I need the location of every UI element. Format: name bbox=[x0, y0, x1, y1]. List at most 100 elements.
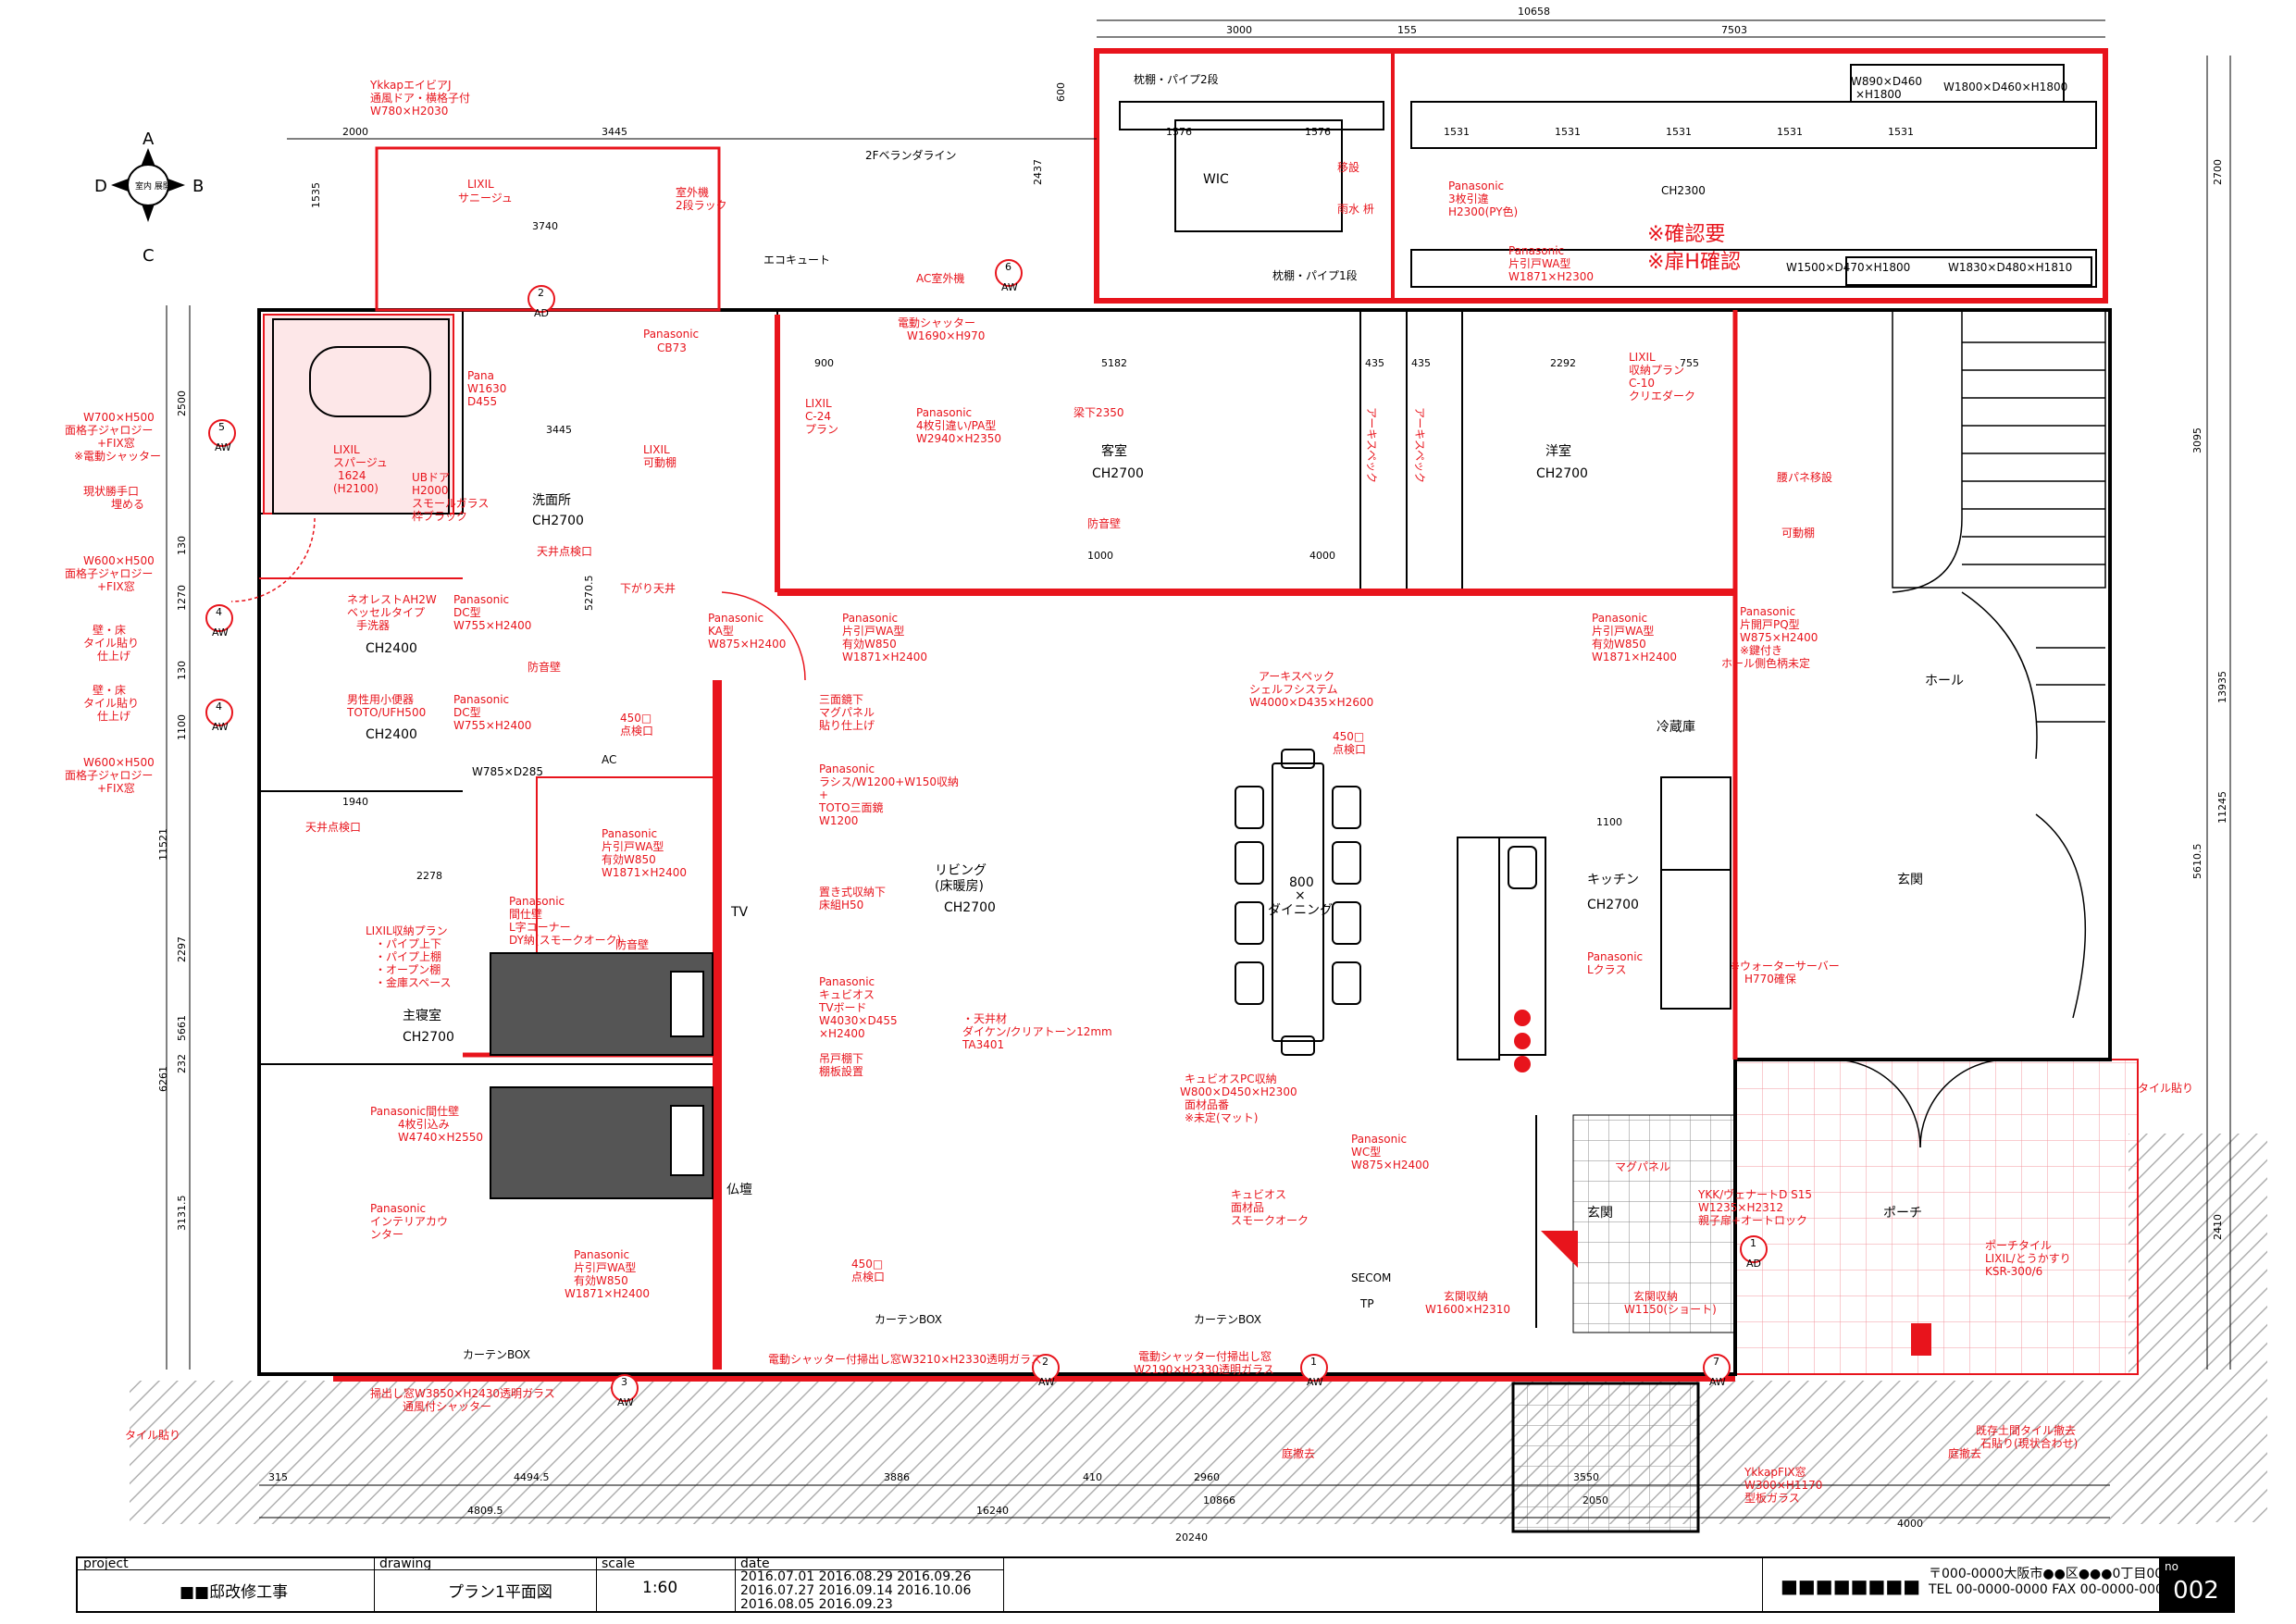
svg-text:×H1800: ×H1800 bbox=[1855, 88, 1902, 101]
svg-text:仕上げ: 仕上げ bbox=[97, 710, 130, 723]
svg-text:3131.5: 3131.5 bbox=[176, 1196, 188, 1232]
svg-text:1: 1 bbox=[1750, 1237, 1756, 1249]
svg-text:D455: D455 bbox=[467, 395, 497, 408]
svg-text:TP: TP bbox=[1359, 1297, 1374, 1310]
svg-text:AW: AW bbox=[215, 441, 231, 453]
svg-text:W875×H2400: W875×H2400 bbox=[708, 638, 786, 651]
svg-text:6261: 6261 bbox=[157, 1066, 169, 1092]
svg-text:三面鏡下: 三面鏡下 bbox=[819, 692, 863, 706]
svg-text:電動シャッター: 電動シャッター bbox=[898, 316, 975, 329]
svg-text:Panasonic: Panasonic bbox=[1508, 244, 1564, 257]
svg-text:・オープン棚: ・オープン棚 bbox=[375, 962, 441, 976]
svg-text:1000: 1000 bbox=[1087, 550, 1113, 562]
wc1-ch: CH2400 bbox=[366, 641, 417, 656]
svg-text:※鍵付き: ※鍵付き bbox=[1740, 643, 1782, 657]
svg-text:TOTO三面鏡: TOTO三面鏡 bbox=[818, 800, 884, 814]
svg-text:5661: 5661 bbox=[176, 1015, 188, 1041]
svg-text:W1871×H2400: W1871×H2400 bbox=[602, 866, 687, 879]
dining-size: 800 bbox=[1289, 875, 1314, 890]
marker-circles bbox=[205, 259, 1768, 1402]
svg-text:W1800×D460×H1800: W1800×D460×H1800 bbox=[1943, 81, 2067, 93]
room-guest: 客室 bbox=[1101, 443, 1127, 459]
svg-text:型板ガラス: 型板ガラス bbox=[1744, 1492, 1800, 1505]
room-porch: ポーチ bbox=[1883, 1206, 1922, 1221]
new-walls bbox=[259, 48, 2108, 1382]
svg-text:2Fベランダライン: 2Fベランダライン bbox=[865, 148, 957, 162]
svg-text:電動シャッター付掃出し窓W3210×H2330透明ガラス: 電動シャッター付掃出し窓W3210×H2330透明ガラス bbox=[768, 1352, 1042, 1366]
svg-text:W4030×D455: W4030×D455 bbox=[819, 1014, 898, 1027]
svg-text:Panasonic: Panasonic bbox=[819, 975, 875, 988]
svg-text:2段ラック: 2段ラック bbox=[676, 198, 727, 212]
svg-text:2050: 2050 bbox=[1582, 1494, 1608, 1506]
svg-text:C: C bbox=[143, 246, 155, 266]
svg-text:600: 600 bbox=[1055, 82, 1067, 102]
svg-text:枕棚・パイプ1段: 枕棚・パイプ1段 bbox=[1272, 268, 1358, 282]
svg-text:壁・床: 壁・床 bbox=[93, 683, 126, 697]
svg-text:片開戸PQ型: 片開戸PQ型 bbox=[1740, 618, 1800, 631]
svg-text:3枚引違: 3枚引違 bbox=[1448, 192, 1489, 205]
svg-text:755: 755 bbox=[1680, 357, 1699, 369]
svg-text:クリエダーク: クリエダーク bbox=[1629, 389, 1695, 403]
scale-value: 1:60 bbox=[642, 1579, 678, 1597]
svg-text:C-10: C-10 bbox=[1629, 377, 1655, 390]
svg-text:W300×H1170: W300×H1170 bbox=[1744, 1479, 1822, 1492]
svg-text:130: 130 bbox=[176, 536, 188, 555]
room-master: 主寝室 bbox=[403, 1008, 441, 1023]
room-master-ch: CH2700 bbox=[403, 1030, 454, 1045]
svg-text:AW: AW bbox=[1038, 1376, 1055, 1388]
date-head: date bbox=[740, 1556, 770, 1571]
svg-text:L字コーナー: L字コーナー bbox=[509, 920, 571, 934]
svg-text:壁・床: 壁・床 bbox=[93, 623, 126, 637]
svg-text:Panasonic: Panasonic bbox=[842, 612, 898, 625]
svg-text:1: 1 bbox=[1310, 1356, 1317, 1368]
svg-text:3886: 3886 bbox=[884, 1471, 910, 1483]
svg-text:Panasonic間仕壁: Panasonic間仕壁 bbox=[370, 1104, 459, 1118]
svg-text:D: D bbox=[94, 177, 107, 196]
svg-text:6: 6 bbox=[1005, 261, 1011, 273]
svg-text:H2000: H2000 bbox=[412, 484, 449, 497]
svg-text:LIXIL: LIXIL bbox=[1629, 351, 1656, 364]
svg-text:Panasonic: Panasonic bbox=[1740, 605, 1795, 618]
svg-text:UBドア: UBドア bbox=[412, 471, 450, 484]
svg-text:DC型: DC型 bbox=[453, 606, 481, 619]
svg-text:2700: 2700 bbox=[2212, 159, 2224, 185]
svg-text:面格子ジャロジー: 面格子ジャロジー bbox=[65, 423, 153, 437]
svg-text:有効W850: 有効W850 bbox=[602, 852, 656, 866]
svg-text:3445: 3445 bbox=[546, 424, 572, 436]
staircase bbox=[1892, 309, 2106, 1019]
svg-text:KA型: KA型 bbox=[708, 625, 734, 638]
svg-text:天井点検口: 天井点検口 bbox=[537, 545, 592, 558]
svg-text:Panasonic: Panasonic bbox=[1448, 180, 1504, 192]
kitchen-counter bbox=[1457, 776, 1731, 1060]
project-name: ■■邸改修工事 bbox=[180, 1583, 289, 1602]
svg-text:エコキュート: エコキュート bbox=[763, 254, 830, 267]
svg-text:面格子ジャロジー: 面格子ジャロジー bbox=[65, 566, 153, 580]
svg-text:Panasonic: Panasonic bbox=[453, 693, 509, 706]
svg-text:カーテンBOX: カーテンBOX bbox=[463, 1348, 530, 1361]
svg-text:YKK/ヴェナートD S15: YKK/ヴェナートD S15 bbox=[1697, 1187, 1812, 1201]
svg-text:3095: 3095 bbox=[2191, 428, 2203, 453]
svg-text:Panasonic: Panasonic bbox=[602, 827, 657, 840]
svg-text:1531: 1531 bbox=[1444, 126, 1470, 138]
svg-text:W1500×D470×H1800: W1500×D470×H1800 bbox=[1786, 261, 1910, 274]
svg-text:アーキスペック: アーキスペック bbox=[1413, 407, 1426, 483]
svg-text:天井点検口: 天井点検口 bbox=[305, 821, 361, 834]
svg-text:W2190×H2330透明ガラス: W2190×H2330透明ガラス bbox=[1134, 1363, 1274, 1376]
svg-text:片引戸WA型: 片引戸WA型 bbox=[602, 840, 664, 853]
company-tel: TEL 00-0000-0000 FAX 00-0000-0000 bbox=[1929, 1582, 2172, 1597]
room-wic: WIC bbox=[1203, 172, 1229, 187]
svg-text:W890×D460: W890×D460 bbox=[1851, 75, 1922, 88]
svg-text:410: 410 bbox=[1083, 1471, 1102, 1483]
svg-text:W1871×H2400: W1871×H2400 bbox=[842, 651, 927, 663]
ground-hatch bbox=[130, 1134, 2267, 1524]
svg-text:W1235×H2312: W1235×H2312 bbox=[1698, 1201, 1783, 1214]
svg-text:4枚引違い/PA型: 4枚引違い/PA型 bbox=[916, 418, 996, 432]
svg-text:1531: 1531 bbox=[1666, 126, 1692, 138]
svg-text:石貼り(現状合わせ): 石貼り(現状合わせ) bbox=[1980, 1436, 2078, 1450]
dimension-numbers: 10658 3000 155 7503 2000 3445 3740 1576 … bbox=[157, 6, 2228, 1543]
svg-text:サニージュ: サニージュ bbox=[458, 192, 513, 205]
svg-text:TVボード: TVボード bbox=[818, 1001, 867, 1014]
svg-text:※電動シャッター: ※電動シャッター bbox=[74, 450, 161, 463]
svg-text:YkkapFIX窓: YkkapFIX窓 bbox=[1744, 1465, 1806, 1479]
